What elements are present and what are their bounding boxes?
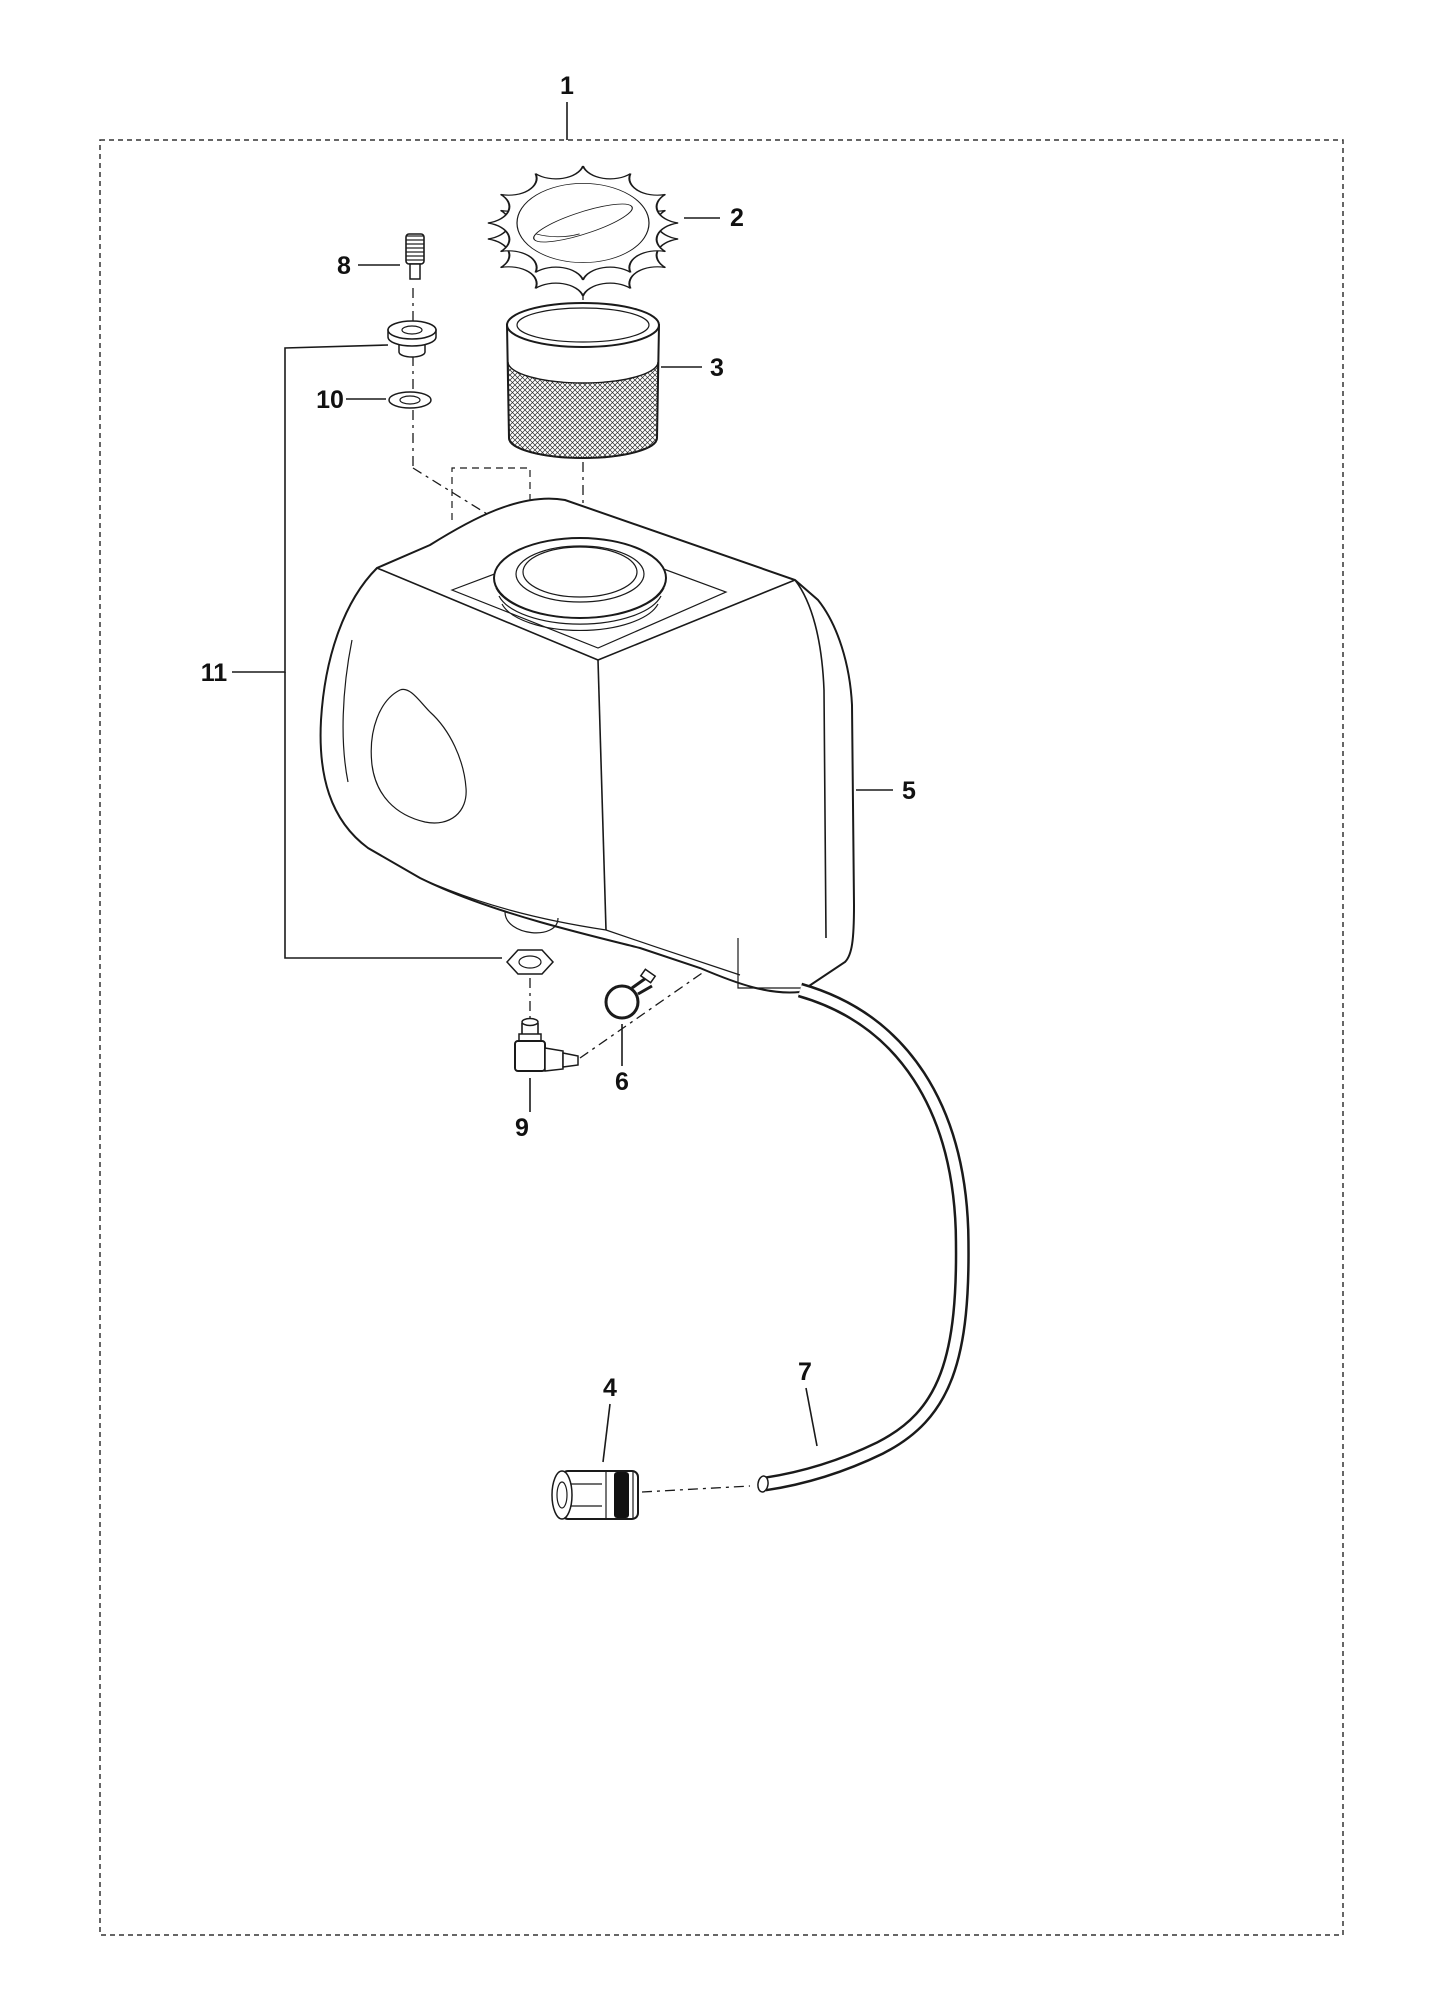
tank-right-edge	[794, 579, 827, 939]
coupling-band	[614, 1472, 629, 1518]
strainer-mesh	[507, 361, 659, 459]
hose	[757, 982, 970, 1493]
tank-body	[319, 497, 856, 994]
tank-left-pocket	[370, 688, 467, 824]
cap-grip	[533, 203, 633, 243]
part-label-7: 7	[798, 1358, 812, 1386]
hex-nut	[505, 949, 555, 975]
part-label-5: 5	[902, 777, 916, 805]
part-label-3: 3	[710, 354, 724, 382]
screw	[405, 233, 425, 280]
leader-11-bottom	[284, 672, 502, 959]
part-label-9: 9	[515, 1114, 529, 1142]
leader-7	[805, 1387, 818, 1447]
part-label-11: 11	[201, 659, 228, 687]
washer	[388, 391, 432, 409]
tank-front-edge	[597, 659, 607, 931]
bushing	[387, 320, 437, 358]
hose-end	[757, 1475, 769, 1493]
leader-lines	[232, 102, 893, 1463]
leader-11-top	[232, 344, 389, 673]
tank-outlet-notch	[737, 938, 806, 989]
part-label-2: 2	[730, 204, 744, 232]
part-label-4: 4	[603, 1374, 617, 1402]
filler-neck	[493, 537, 667, 632]
leader-4	[602, 1403, 611, 1463]
cap-inner-ring	[516, 183, 650, 263]
strainer-rim	[506, 302, 660, 348]
part-label-10: 10	[316, 386, 344, 414]
tank-silhouette	[319, 497, 856, 994]
cap-scalloped-edge	[487, 165, 679, 281]
assembly-boundary	[99, 139, 1344, 1936]
part-label-8: 8	[337, 252, 351, 280]
strainer	[505, 302, 661, 459]
clamp-screw	[639, 968, 657, 984]
elbow-fitting	[514, 1017, 579, 1072]
hose-clamp	[604, 968, 657, 1020]
tank-spout	[504, 911, 559, 934]
part-label-1: 1	[560, 72, 574, 100]
part-labels: 1 2 3 8 10 11 5 6 9 4 7	[201, 72, 916, 1402]
part-label-6: 6	[615, 1068, 629, 1096]
hidden-boss	[451, 467, 531, 520]
hose-coupling	[551, 1470, 639, 1520]
tank-cap	[487, 165, 679, 297]
